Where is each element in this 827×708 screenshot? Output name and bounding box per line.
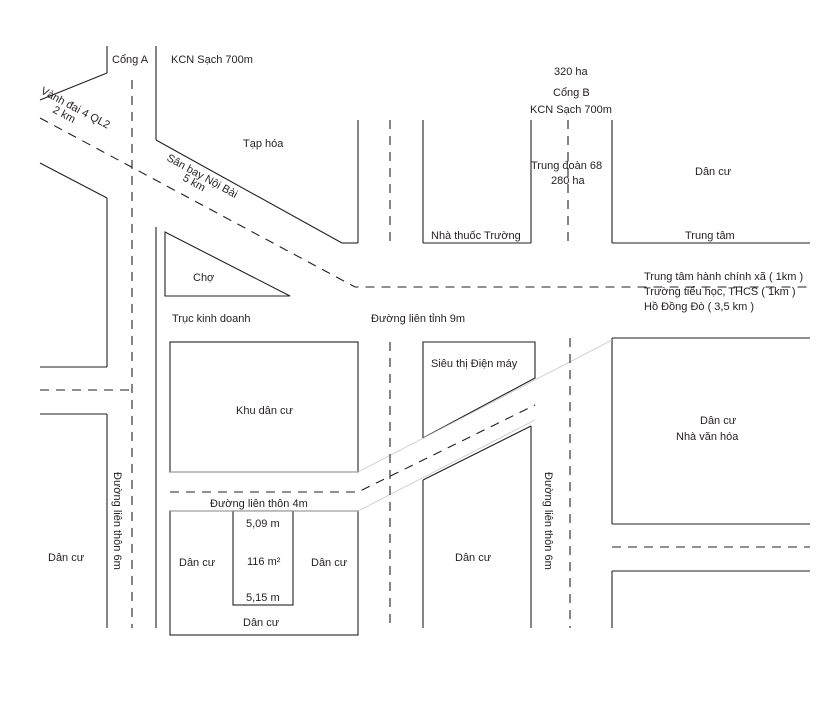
label-dan-cu-far-left: Dân cư	[48, 552, 85, 564]
road-edge	[422, 425, 532, 481]
label-dim-top: 5,09 m	[246, 518, 280, 530]
label-nha-thuoc: Nhà thuốc Trường	[431, 230, 521, 242]
label-ho-dong-do: Hồ Đồng Đò ( 3,5 km )	[644, 301, 754, 313]
road-edge	[155, 139, 343, 244]
label-duong-lien-thon-6m-left: Đường liên thôn 6m	[111, 472, 123, 570]
label-tap-hoa: Tạp hóa	[243, 138, 284, 150]
label-khu-dan-cu: Khu dân cư	[236, 405, 294, 417]
label-hanh-chinh: Trung tâm hành chính xã ( 1km )	[644, 271, 803, 283]
label-cong-a: Cổng A	[112, 54, 149, 66]
label-dan-cu-east: Dân cư	[700, 415, 737, 427]
faint-line	[357, 419, 536, 512]
plot-116m2	[232, 510, 294, 606]
cho-block	[164, 231, 291, 297]
label-kcn-sach-b: KCN Sạch 700m	[530, 104, 612, 116]
label-dan-cu-mid: Dân cư	[455, 552, 492, 564]
highway-centerline	[39, 117, 810, 288]
label-truc-kinh-doanh: Trục kinh doanh	[172, 313, 250, 325]
sieu-thi-block	[422, 341, 536, 439]
label-kcn-sach-a: KCN Sạch 700m	[171, 54, 253, 66]
label-cho: Chợ	[193, 272, 214, 284]
label-area-320: 320 ha	[554, 66, 589, 78]
label-cong-b: Cổng B	[553, 87, 590, 99]
label-dan-cu-plot-right: Dân cư	[311, 557, 348, 569]
label-trung-doan-area: 280 ha	[551, 175, 586, 187]
label-truong-hoc: Trường tiểu học, THCS ( 1km )	[644, 286, 796, 298]
label-dan-cu-plot-left: Dân cư	[179, 557, 216, 569]
label-duong-lien-thon-6m-right: Đường liên thôn 6m	[542, 472, 554, 570]
center-lines	[39, 80, 810, 628]
labels: Cổng A KCN Sạch 700m 320 ha Cổng B KCN S…	[39, 54, 804, 629]
label-duong-lien-tinh: Đường liên tỉnh 9m	[371, 313, 465, 325]
road-edge	[39, 72, 108, 101]
road-edges	[39, 46, 810, 636]
label-san-bay: Sân bay Nội Bài	[165, 152, 240, 201]
label-sieu-thi: Siêu thị Điện máy	[431, 358, 518, 370]
label-plot-area: 116 m²	[247, 556, 281, 568]
label-dim-bottom: 5,15 m	[246, 592, 280, 604]
label-trung-tam: Trung tâm	[685, 230, 735, 242]
label-dan-cu-plot-bottom: Dân cư	[243, 617, 280, 629]
road-edge	[39, 162, 108, 199]
label-duong-lien-thon-4m: Đường liên thôn 4m	[210, 498, 308, 510]
label-nha-van-hoa: Nhà văn hóa	[676, 431, 739, 443]
label-vanh-dai: Vành đai 4 QL2	[39, 85, 112, 131]
label-trung-doan: Trung đoàn 68	[531, 160, 602, 172]
label-dan-cu-ne: Dân cư	[695, 166, 732, 178]
